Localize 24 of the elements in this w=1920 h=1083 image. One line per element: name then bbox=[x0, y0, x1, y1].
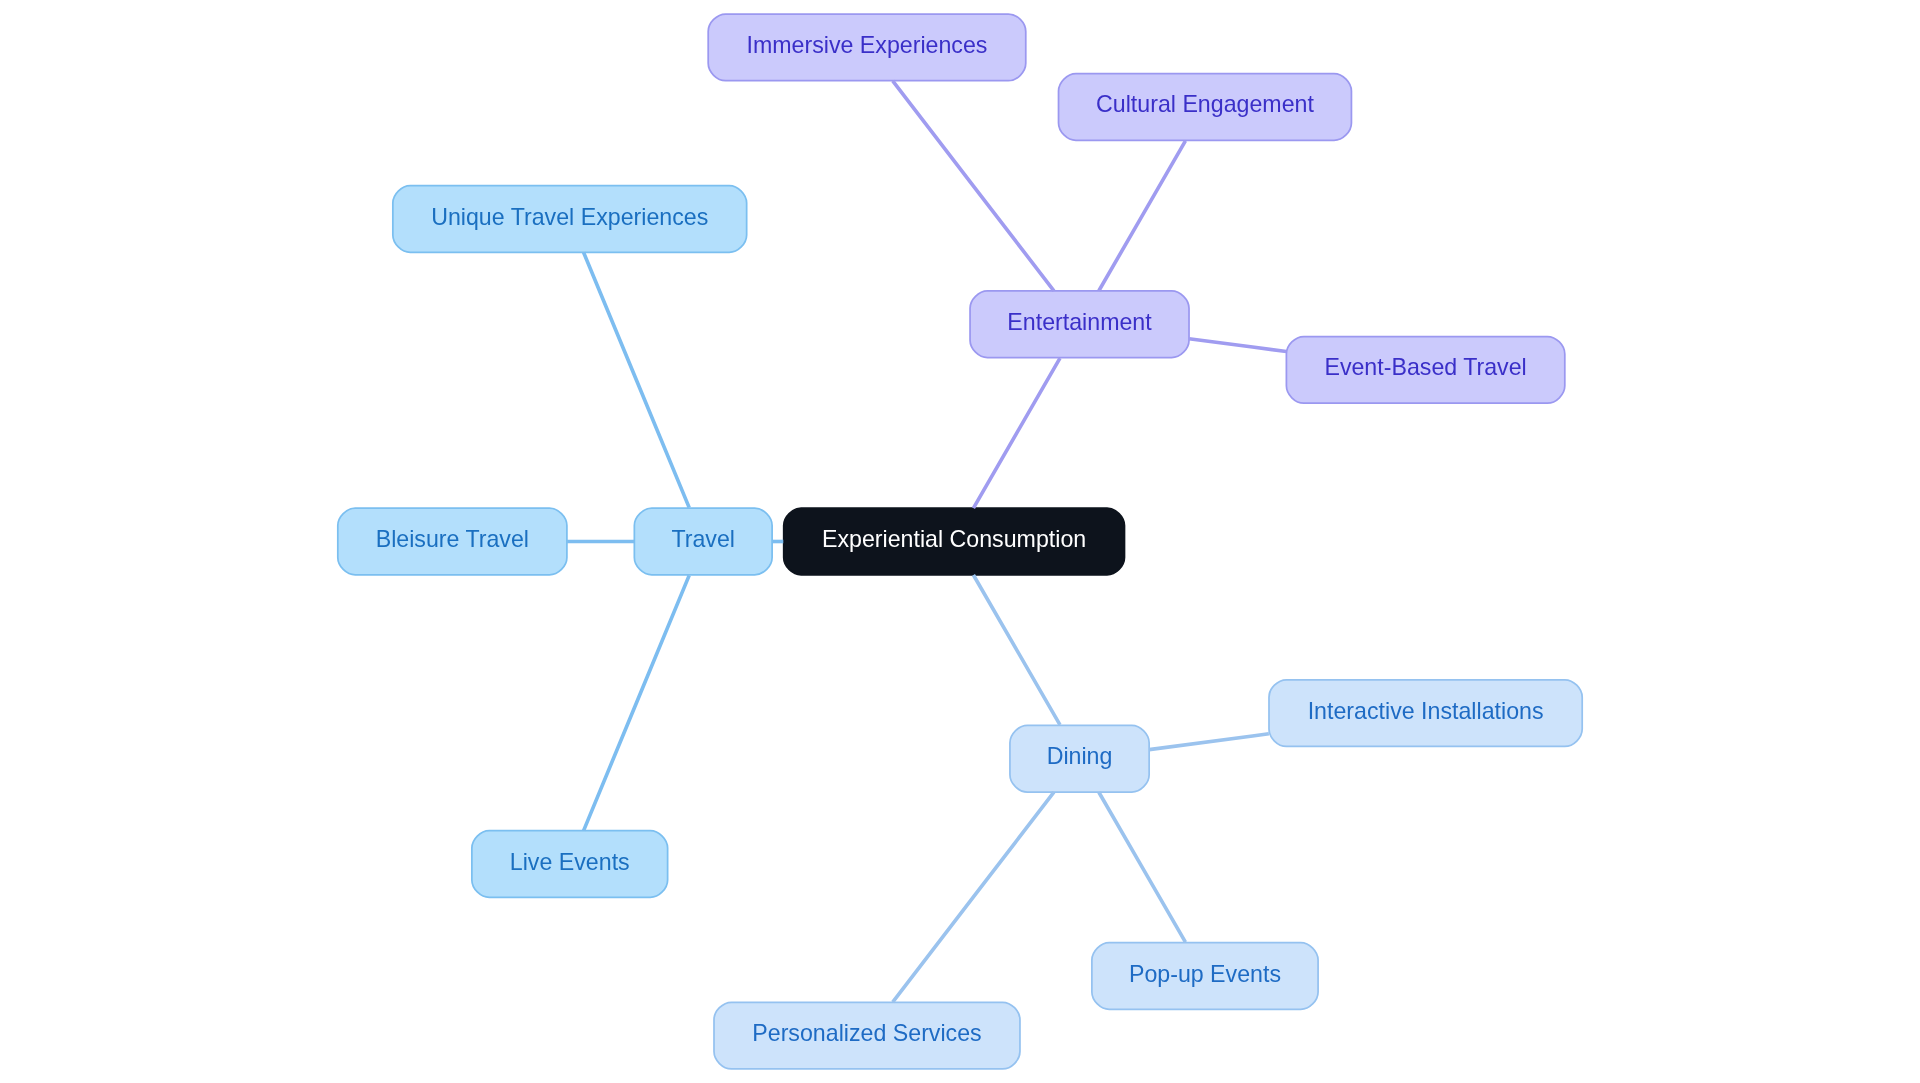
connector bbox=[1188, 336, 1287, 354]
node-box: Experiential Consumption bbox=[782, 507, 1126, 576]
connector bbox=[1148, 732, 1270, 752]
node-box: Interactive Installations bbox=[1268, 678, 1584, 748]
connector bbox=[971, 357, 1062, 509]
connector bbox=[1097, 139, 1187, 292]
connector bbox=[567, 539, 634, 544]
connector bbox=[581, 574, 691, 832]
connector bbox=[971, 574, 1062, 726]
node-box: Dining bbox=[1009, 724, 1150, 793]
connector bbox=[891, 79, 1056, 292]
connector bbox=[891, 791, 1056, 1004]
node-box: Travel bbox=[633, 507, 773, 576]
node-box: Cultural Engagement bbox=[1057, 72, 1353, 142]
node-box: Immersive Experiences bbox=[707, 13, 1027, 82]
connector bbox=[1097, 791, 1187, 944]
node-box: Event-Based Travel bbox=[1285, 335, 1566, 405]
connector bbox=[581, 251, 691, 509]
node-box: Live Events bbox=[471, 829, 669, 899]
node-box: Entertainment bbox=[969, 290, 1190, 359]
node-box: Personalized Services bbox=[713, 1001, 1021, 1070]
node-box: Pop-up Events bbox=[1091, 941, 1319, 1011]
node-box: Bleisure Travel bbox=[336, 507, 568, 576]
node-box: Unique Travel Experiences bbox=[391, 184, 748, 254]
